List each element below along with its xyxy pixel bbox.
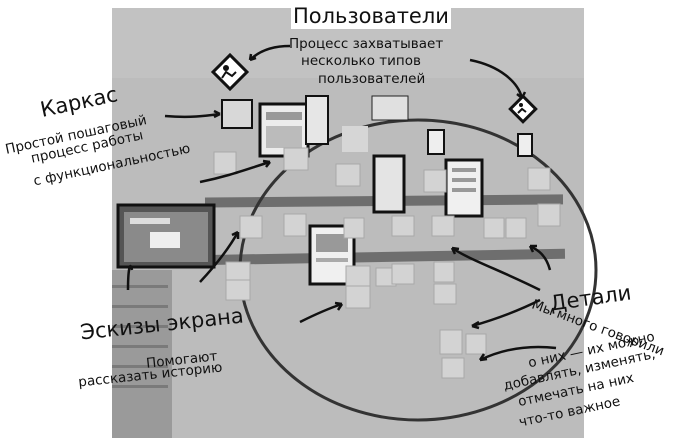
users-text-line-1: Процесс захватывает	[289, 36, 444, 52]
sticky-notes	[213, 147, 561, 379]
users-text-line-2: несколько типов	[301, 53, 421, 69]
annotation-arrows	[126, 44, 557, 362]
user-sign-icon-right	[508, 94, 538, 124]
left-panel	[112, 270, 172, 438]
users-heading: Пользователи	[291, 4, 451, 30]
screen-sketch-large	[116, 203, 216, 269]
users-text-line-3: пользователей	[318, 71, 426, 87]
user-sign-icon	[210, 52, 250, 92]
screen-sketches-top	[221, 95, 533, 158]
